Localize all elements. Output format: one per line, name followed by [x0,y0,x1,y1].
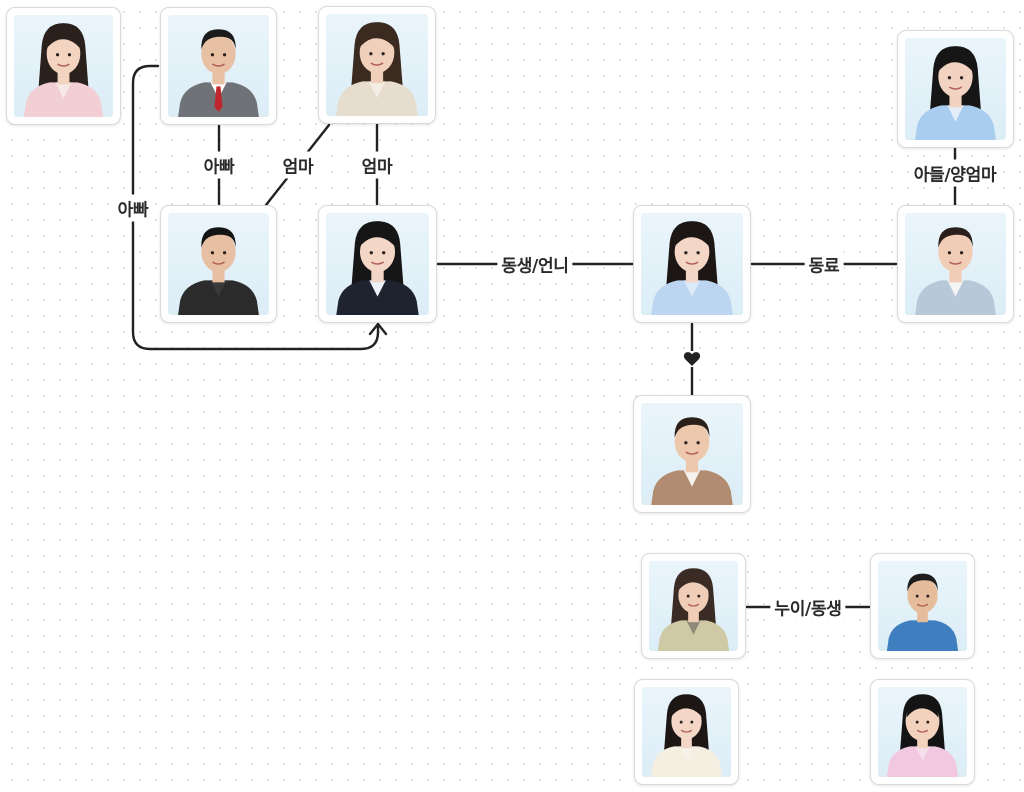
person-card-p13[interactable] [870,679,975,785]
portrait-photo [326,213,429,315]
person-card-p9[interactable] [633,395,751,513]
relation-label-r4: 아빠 [113,194,153,222]
person-card-p6[interactable] [633,205,751,323]
portrait-photo [14,15,113,117]
person-card-p3[interactable] [318,6,436,124]
portrait-photo [641,403,743,505]
person-card-p7[interactable] [897,30,1014,148]
person-card-p4[interactable] [160,205,277,323]
connector-p2-p5-arrow [131,64,380,351]
person-card-p11[interactable] [870,553,975,659]
person-card-p1[interactable] [6,7,121,125]
portrait-photo [326,14,428,116]
person-card-p12[interactable] [634,679,739,785]
portrait-photo [642,687,731,777]
relation-label-r7: 아들/양엄마 [909,159,1001,187]
relation-label-r8: 누이/동생 [770,593,846,621]
relation-label-r6: 동료 [804,250,844,278]
relation-label-r3: 엄마 [357,151,397,179]
relation-label-r5: 동생/언니 [497,250,573,278]
person-card-p8[interactable] [897,205,1014,323]
arrowhead [368,322,388,336]
person-card-p10[interactable] [641,553,746,659]
relation-label-r2: 엄마 [278,151,318,179]
relation-label-r1: 아빠 [199,151,239,179]
portrait-photo [905,213,1006,315]
portrait-photo [168,213,269,315]
person-card-p5[interactable] [318,205,437,323]
heart-icon [683,351,701,367]
portrait-photo [878,687,967,777]
portrait-photo [878,561,967,651]
portrait-photo [168,15,269,117]
portrait-photo [905,38,1006,140]
portrait-photo [641,213,743,315]
person-card-p2[interactable] [160,7,277,125]
portrait-photo [649,561,738,651]
